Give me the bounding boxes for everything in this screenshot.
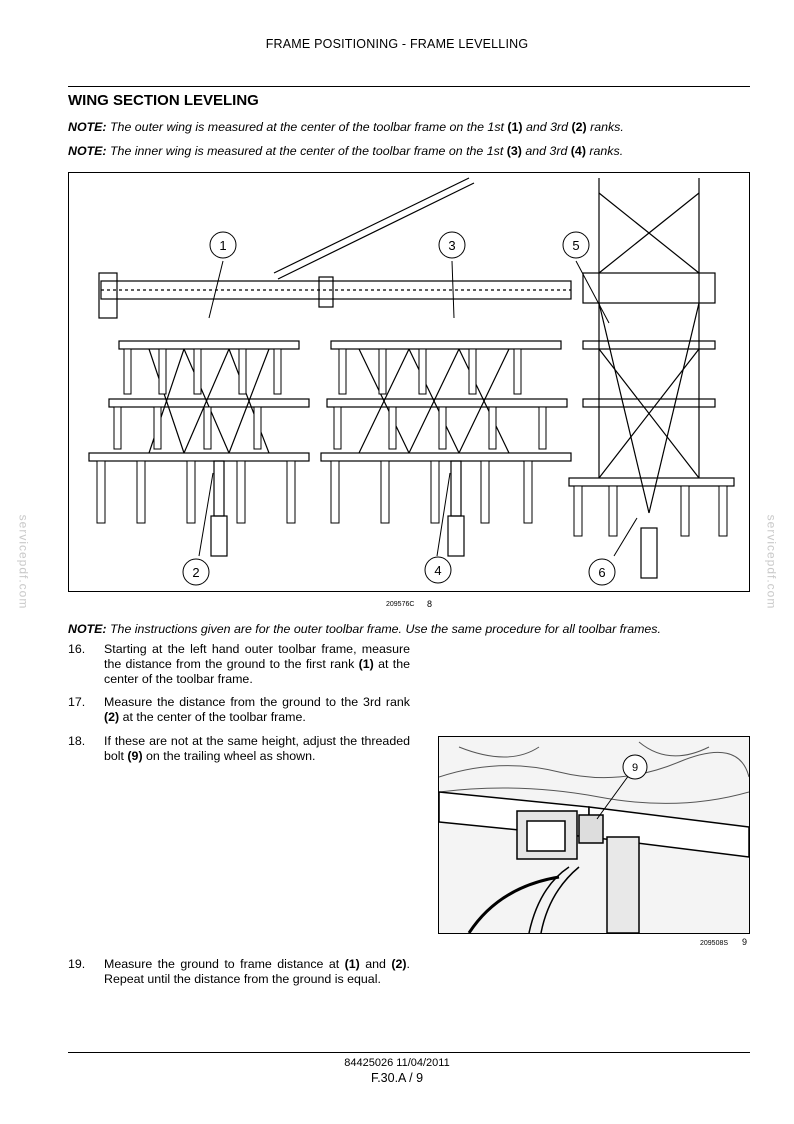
step-ref: (1): [344, 957, 360, 971]
step-number: 17.: [68, 695, 86, 709]
step-text: Starting at the left hand outer toolbar …: [104, 642, 410, 687]
footer-document-number: 84425026 11/04/2011: [344, 1057, 450, 1069]
step-text-part: Measure the ground to frame distance at: [104, 957, 345, 971]
note-ref: (1): [507, 120, 523, 134]
step-text-part: and: [359, 957, 392, 971]
step-number: 16.: [68, 642, 86, 656]
figure-8-callouts: 1 2 3 4 5 6: [182, 231, 616, 586]
footer-page-number: F.30.A / 9: [370, 1071, 424, 1085]
step-ref: (1): [358, 657, 374, 671]
note-text: ranks.: [586, 120, 624, 134]
step-text-part: Starting at the left hand outer toolbar …: [104, 642, 410, 671]
callout-4: 4: [424, 556, 452, 584]
step-18: 18. If these are not at the same height,…: [68, 734, 410, 766]
note-text: The instructions given are for the outer…: [106, 622, 661, 636]
note-inner-wing: NOTE: The inner wing is measured at the …: [68, 144, 623, 158]
callout-1-label: 1: [219, 238, 226, 253]
step-text: Measure the ground to frame distance at …: [104, 957, 410, 987]
note-label: NOTE:: [68, 622, 107, 636]
step-text: If these are not at the same height, adj…: [104, 734, 410, 764]
callout-6-label: 6: [598, 565, 605, 580]
callout-3: 3: [438, 231, 466, 259]
note-text: The outer wing is measured at the center…: [106, 120, 508, 134]
note-ref: (2): [571, 120, 587, 134]
step-number: 18.: [68, 734, 86, 748]
page-header-title: FRAME POSITIONING - FRAME LEVELLING: [265, 37, 529, 51]
note-label: NOTE:: [68, 144, 107, 158]
step-ref: (9): [127, 749, 143, 763]
figure-8-frame: 1 2 3 4 5 6: [68, 172, 750, 592]
step-text-part: at the center of the toolbar frame.: [119, 710, 306, 724]
callout-3-label: 3: [448, 238, 455, 253]
callout-6: 6: [588, 558, 616, 586]
note-outer-wing: NOTE: The outer wing is measured at the …: [68, 120, 624, 134]
figure-9-frame: 9: [438, 736, 750, 934]
step-text: Measure the distance from the ground to …: [104, 695, 410, 725]
step-text-part: on the trailing wheel as shown.: [142, 749, 316, 763]
note-text: The inner wing is measured at the center…: [106, 144, 507, 158]
note-ref: (3): [506, 144, 522, 158]
callout-2-label: 2: [192, 565, 199, 580]
cultivator-frame-drawing: 1 2 3 4 5 6: [88, 177, 735, 586]
step-text-part: at the center of the toolbar frame.: [104, 657, 410, 686]
note-text: ranks.: [585, 144, 624, 158]
callout-5-label: 5: [572, 238, 579, 253]
step-17: 17. Measure the distance from the ground…: [68, 695, 410, 727]
watermark-right: servicepdf.com: [764, 514, 779, 610]
section-title: WING SECTION LEVELING: [68, 92, 259, 109]
step-text-part: . Repeat until the distance from the gro…: [104, 957, 410, 986]
header-divider: [68, 86, 750, 87]
figure-9-number: 9: [742, 937, 748, 947]
note-text: and 3rd: [522, 120, 572, 134]
note-text: and 3rd: [521, 144, 571, 158]
step-ref: (2): [104, 710, 120, 724]
step-16: 16. Starting at the left hand outer tool…: [68, 642, 410, 690]
figure-9-caption: 209508S: [700, 940, 729, 947]
callout-1: 1: [209, 231, 237, 259]
step-text-part: Measure the distance from the ground to …: [104, 695, 410, 709]
callout-9: 9: [622, 754, 648, 780]
callout-9-label: 9: [632, 762, 638, 774]
figure-8-number: 8: [427, 599, 433, 609]
footer-divider: [68, 1052, 750, 1053]
note-ref: (4): [570, 144, 586, 158]
step-number: 19.: [68, 957, 86, 971]
threaded-bolt-photo: 9: [439, 737, 749, 933]
note-label: NOTE:: [68, 120, 107, 134]
callout-5: 5: [562, 231, 590, 259]
step-text-part: If these are not at the same height, adj…: [104, 734, 410, 763]
figure-8-caption: 209576C: [386, 601, 415, 608]
step-ref: (2): [391, 957, 407, 971]
note-procedure: NOTE: The instructions given are for the…: [68, 622, 661, 636]
watermark-left: servicepdf.com: [16, 514, 31, 610]
callout-4-label: 4: [434, 563, 441, 578]
callout-2: 2: [182, 558, 210, 586]
step-19: 19. Measure the ground to frame distance…: [68, 957, 410, 989]
